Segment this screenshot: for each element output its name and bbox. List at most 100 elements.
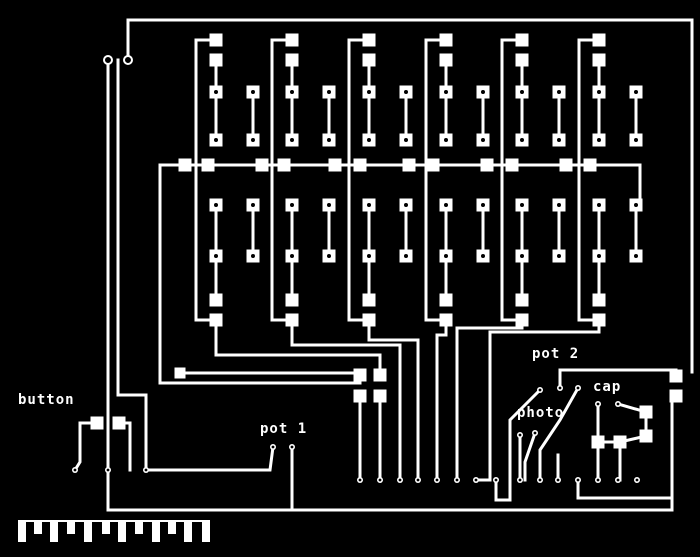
pad-drill (444, 203, 448, 207)
pad-drill (327, 90, 331, 94)
cap-ground-trace (576, 400, 674, 500)
pad-drill (520, 254, 524, 258)
pad-drill (634, 254, 638, 258)
left-bus (158, 163, 362, 385)
photo-trace (523, 431, 537, 482)
led-pad (515, 53, 529, 67)
bus-pad (255, 158, 269, 172)
pad-drill (251, 90, 255, 94)
pad-drill (634, 138, 638, 142)
led-pad (515, 313, 529, 327)
pad-drill (634, 90, 638, 94)
led-pad (515, 33, 529, 47)
alignment-mark (18, 520, 26, 542)
pad-drill (327, 203, 331, 207)
pad-drill (557, 203, 561, 207)
column-left-trace (577, 38, 601, 322)
button-label: button (18, 392, 75, 408)
pad-drill (444, 254, 448, 258)
drill (358, 478, 362, 482)
bus-pad (201, 158, 215, 172)
pad-drill (367, 90, 371, 94)
bus-pad (480, 158, 494, 172)
drill (398, 478, 402, 482)
alignment-mark (135, 520, 143, 534)
led-pad (209, 33, 223, 47)
drill (616, 402, 620, 406)
photo-label: photo (517, 405, 565, 421)
drill (474, 478, 478, 482)
drill (596, 402, 600, 406)
cap-pad (639, 429, 653, 443)
pad-drill (327, 138, 331, 142)
drill (533, 431, 537, 435)
pad-drill (481, 138, 485, 142)
alignment-mark (168, 520, 176, 534)
drill (73, 468, 77, 472)
power-pad (669, 369, 683, 383)
bus-pad (178, 158, 192, 172)
alignment-mark (202, 520, 210, 542)
drill (494, 478, 498, 482)
cap-pad (639, 405, 653, 419)
button-feed (116, 58, 148, 472)
drill (518, 478, 522, 482)
column-left-trace (194, 38, 218, 322)
traces (72, 18, 694, 512)
pad-drill (290, 90, 294, 94)
switch-pad (174, 367, 186, 379)
cap-label: cap (593, 379, 622, 395)
pad-drill (251, 203, 255, 207)
pot1-label: pot 1 (260, 421, 308, 437)
top-ground-loop (126, 18, 694, 374)
pad-drill (597, 138, 601, 142)
pot2-label: pot 2 (532, 346, 580, 362)
cap-pad (591, 435, 605, 449)
drill (538, 388, 542, 392)
alignment-mark (102, 520, 110, 534)
led-pad (285, 33, 299, 47)
pad-drill (367, 203, 371, 207)
pad-drill (290, 203, 294, 207)
led-pad (515, 293, 529, 307)
alignment-mark (118, 520, 126, 542)
header-pad (373, 389, 387, 403)
pad-drill (520, 203, 524, 207)
pads (18, 33, 683, 542)
pot2-trace (558, 368, 678, 387)
pot2-trace (494, 387, 543, 502)
pad-drill (404, 90, 408, 94)
pad-drill (214, 90, 218, 94)
bus-pad (559, 158, 573, 172)
led-pad (362, 33, 376, 47)
drill (106, 468, 110, 472)
drill (290, 445, 294, 449)
column-left-trace (424, 38, 448, 322)
header-pad (353, 368, 367, 382)
header-pad (353, 389, 367, 403)
pad-drill (481, 203, 485, 207)
drill (416, 478, 420, 482)
pad-drill (404, 203, 408, 207)
drill (144, 468, 148, 472)
drill (378, 478, 382, 482)
led-pad (362, 53, 376, 67)
bus-pad (505, 158, 519, 172)
led-pad (362, 293, 376, 307)
pad-drill (597, 203, 601, 207)
column-left-trace (347, 38, 371, 322)
alignment-bar (18, 520, 210, 522)
ground-via-b (123, 55, 133, 65)
pad-drill (214, 254, 218, 258)
drill (455, 478, 459, 482)
pad-drill (597, 90, 601, 94)
led-pad (209, 293, 223, 307)
drill (556, 478, 560, 482)
button-pad (90, 416, 104, 430)
pad-drill (520, 90, 524, 94)
bus-pad (426, 158, 440, 172)
pad-drill (444, 90, 448, 94)
bus-pad (402, 158, 416, 172)
drill (616, 478, 620, 482)
led-pad (439, 33, 453, 47)
